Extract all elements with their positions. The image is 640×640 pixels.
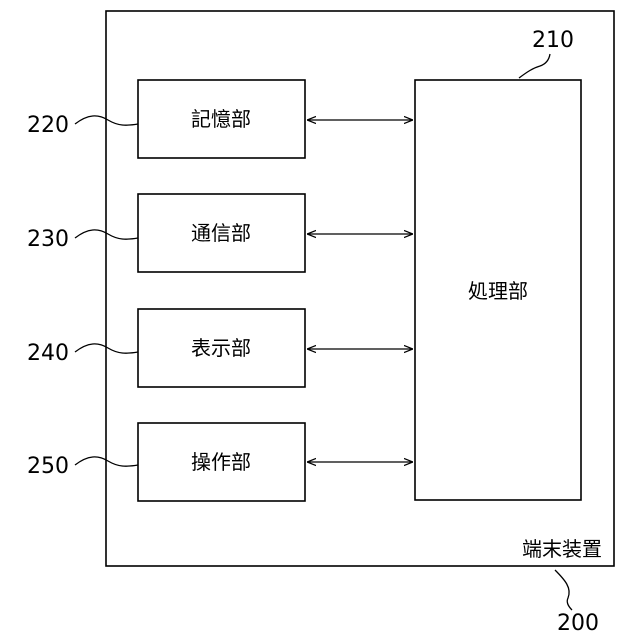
storage-unit-label: 記憶部 (191, 107, 251, 131)
display-unit-ref: 240 (27, 341, 69, 366)
operation-unit-ref: 250 (27, 454, 69, 479)
terminal-device-label: 端末装置 (522, 537, 602, 561)
processing-unit-leader (519, 54, 550, 78)
display-unit-label: 表示部 (191, 336, 251, 360)
storage-unit-ref: 220 (27, 113, 69, 138)
processing-unit-label: 処理部 (468, 279, 528, 303)
terminal-device-leader (555, 570, 572, 610)
terminal-device-ref: 200 (557, 611, 599, 636)
communication-unit-label: 通信部 (191, 221, 251, 245)
communication-unit-ref: 230 (27, 227, 69, 252)
operation-unit-label: 操作部 (191, 450, 251, 474)
processing-unit-ref: 210 (532, 28, 574, 53)
